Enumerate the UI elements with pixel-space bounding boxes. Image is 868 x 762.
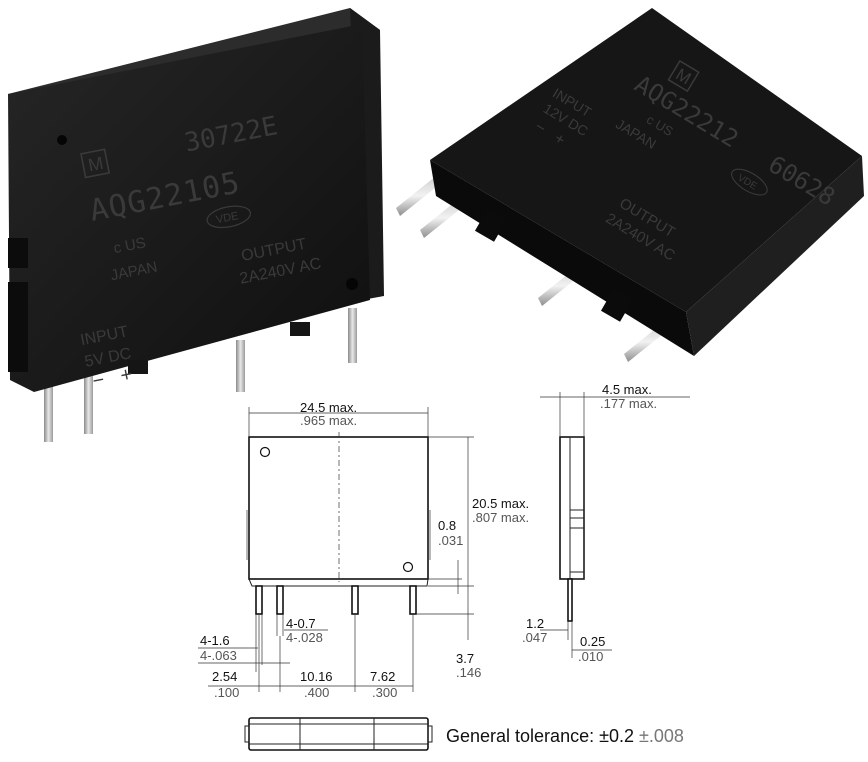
vde-outline [206,205,252,229]
dim-pitch1-in: .100 [214,685,239,700]
front-view-drawing: 24.5 max. .965 max. 20.5 max. .807 max. … [198,400,529,700]
mounting-hole [402,561,414,573]
pin [420,198,464,238]
pin [84,372,93,434]
relay-photo-left: M 30722E AQG22105 c US VDE JAPAN OUTPUT … [8,8,384,442]
dim-side-pin-t-in: .010 [578,649,603,664]
relay-tab [8,238,28,268]
relay-photo-right: M AQG22212 60628 c US VDE JAPAN INPUT 12… [396,8,864,362]
brand-logo-letter: M [86,153,105,175]
dim-side-pin-t-mm: 0.25 [580,634,605,649]
dim-thickness-in: .177 max. [600,396,657,411]
relay-tab [474,208,508,242]
tolerance-metric: ±0.2 [599,726,634,746]
dim-pitch2-in: .400 [304,685,329,700]
pin-outline [255,585,263,615]
dim-pin-length-mm: 3.7 [456,651,474,666]
dim-width-in: .965 max. [300,413,357,428]
tolerance-label: General tolerance: [446,726,600,746]
pin [236,340,245,392]
dim-pitch1-mm: 2.54 [212,669,237,684]
dim-standoff-in: .031 [438,533,463,548]
bottom-outline [248,717,429,751]
relay-edge [686,156,864,356]
dim-pitch3-mm: 7.62 [370,669,395,684]
general-tolerance: General tolerance: ±0.2 ±.008 [446,726,684,747]
side-pin [567,578,573,622]
pin [396,176,440,216]
dim-thickness-mm: 4.5 max. [602,382,652,397]
dim-pin-thin-mm: 4-0.7 [286,616,316,631]
brand-logo [667,59,700,93]
side-view-drawing: 4.5 max. .177 max. 1.2 .047 0.25 .010 [522,382,690,664]
dim-side-pin-mm: 1.2 [526,616,544,631]
relay-tab [8,282,28,372]
dim-pin-length-in: .146 [456,665,481,680]
dim-pin-wide-mm: 4-1.6 [200,633,230,648]
vde-outline [731,168,768,196]
mounting-hole [259,446,271,458]
dim-pitch2-mm: 10.16 [300,669,333,684]
pin [44,380,53,442]
relay-foot [128,360,148,374]
dim-standoff-mm: 0.8 [438,518,456,533]
relay-outline [248,436,429,580]
bottom-view-drawing [244,717,433,751]
relay-front-face [8,24,370,392]
pin [348,308,357,363]
brand-logo [80,148,111,179]
tolerance-imperial: ±.008 [639,726,684,746]
pin-outline [409,585,417,615]
ur-mark: c US [112,234,147,257]
dim-pin-thin-in: 4-.028 [286,630,323,645]
relay-foot [290,322,310,336]
mounting-dot [346,278,358,290]
dim-pitch3-in: .300 [372,685,397,700]
side-outline [559,436,585,580]
pin-outline [351,585,359,615]
dim-pin-wide-in: 4-.063 [200,648,237,663]
pin-outline [276,585,284,615]
dim-width-mm: 24.5 max. [300,400,357,415]
dim-side-pin-in: .047 [522,630,547,645]
relay-tab [600,288,634,322]
vde-mark: VDE [215,210,239,226]
dim-height-mm: 20.5 max. [472,496,529,511]
dim-height-in: .807 max. [472,510,529,525]
relay-top-face [430,8,862,312]
mounting-dot [57,135,67,145]
